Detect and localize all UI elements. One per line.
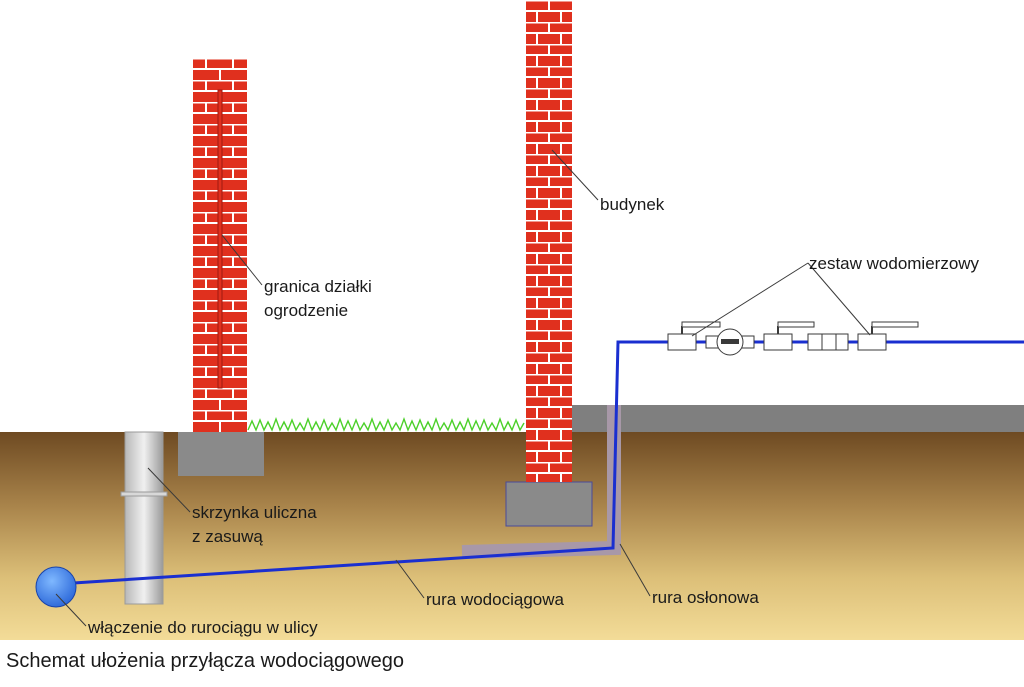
label-meter-set: zestaw wodomierzowy — [809, 254, 980, 273]
ball-valve-1 — [667, 321, 721, 351]
leader-casing — [619, 543, 651, 597]
leader-lines — [55, 149, 871, 627]
leader-meter-2 — [807, 262, 871, 336]
building-wall — [526, 0, 572, 482]
leader-meter-1 — [691, 262, 809, 337]
fence-foundation — [178, 432, 264, 476]
water-meter-set — [667, 321, 919, 356]
check-valve — [807, 333, 849, 351]
water-connection-diagram: granica działki ogrodzenie budynek zesta… — [0, 0, 1024, 640]
leader-street-box — [147, 467, 191, 513]
floor-slab — [572, 405, 1024, 432]
label-street-box-line2: z zasuwą — [192, 527, 263, 546]
label-water-pipe: rura wodociągowa — [426, 590, 565, 609]
label-building: budynek — [600, 195, 665, 214]
ball-valve-2 — [763, 321, 815, 351]
leader-building — [551, 149, 599, 201]
grass-strip — [247, 416, 525, 432]
label-connection: włączenie do rurociągu w ulicy — [87, 618, 318, 637]
building-foundation — [505, 481, 593, 527]
label-street-box-line1: skrzynka uliczna — [192, 503, 317, 522]
leader-water-pipe — [395, 559, 425, 599]
leader-fence — [221, 234, 263, 286]
label-fence-line2: ogrodzenie — [264, 301, 348, 320]
soil-ground — [0, 432, 1024, 640]
label-fence-line1: granica działki — [264, 277, 372, 296]
leader-connection — [55, 593, 87, 627]
street-main-pipe — [35, 566, 77, 608]
ball-valve-3 — [857, 321, 919, 351]
street-valve-box — [120, 431, 168, 605]
water-meter — [705, 328, 755, 356]
diagram-caption: Schemat ułożenia przyłącza wodociągowego — [6, 650, 405, 672]
label-casing-pipe: rura osłonowa — [652, 588, 759, 607]
fence-rod — [217, 89, 223, 389]
